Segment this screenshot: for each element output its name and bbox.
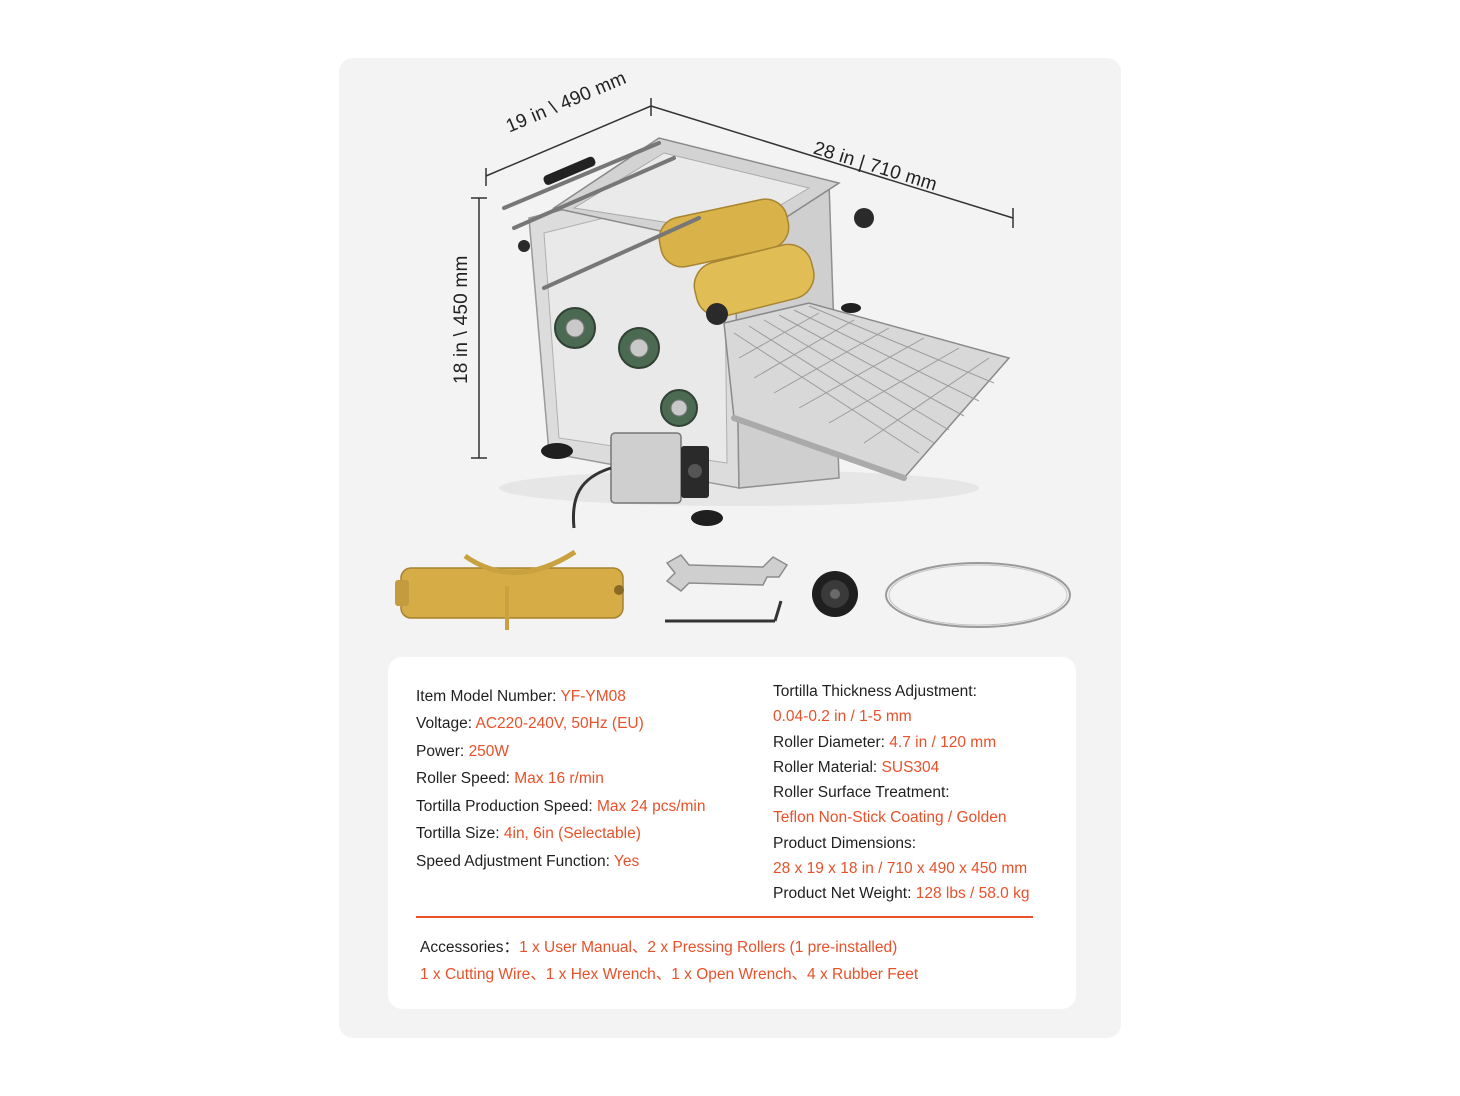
spec-thickness-value: 0.04-0.2 in / 1-5 mm [773, 708, 912, 726]
spec-value: 4.7 in / 120 mm [889, 734, 997, 751]
open-wrench-image [665, 554, 789, 623]
accessories-line-1: Accessories：1 x User Manual、2 x Pressing… [420, 935, 897, 957]
product-card: 19 in \ 490 mm 28 in | 710 mm 18 in \ 45… [339, 58, 1121, 1038]
spec-value: Max 24 pcs/min [596, 798, 706, 815]
spec-value: 0.04-0.2 in / 1-5 mm [773, 708, 912, 725]
spec-value: SUS304 [881, 759, 940, 776]
accessories-line-2: 1 x Cutting Wire、1 x Hex Wrench、1 x Open… [420, 962, 918, 984]
spec-production-speed: Tortilla Production Speed: Max 24 pcs/mi… [416, 798, 705, 816]
spec-dimensions-label: Product Dimensions: [773, 835, 916, 853]
accessories-label: Accessories： [420, 939, 520, 956]
spec-label: Voltage: [416, 715, 476, 732]
machine-illustration: 19 in \ 490 mm 28 in | 710 mm 18 in \ 45… [339, 58, 1121, 578]
spec-roller-speed: Roller Speed: Max 16 r/min [416, 770, 604, 788]
rubber-foot-image [812, 571, 858, 617]
height-dimension: 18 in \ 450 mm [451, 255, 472, 384]
spec-value: 250W [468, 743, 510, 760]
spec-value: 128 lbs / 58.0 kg [915, 885, 1030, 902]
spec-speed-adjustment: Speed Adjustment Function: Yes [416, 853, 639, 871]
spec-thickness-label: Tortilla Thickness Adjustment: [773, 683, 977, 701]
pressing-roller-image [395, 549, 624, 630]
spec-voltage: Voltage: AC220-240V, 50Hz (EU) [416, 715, 644, 733]
spec-value: Max 16 r/min [514, 770, 604, 787]
bearing-blocks [554, 307, 698, 427]
spec-net-weight: Product Net Weight: 128 lbs / 58.0 kg [773, 885, 1029, 903]
spec-surface-label: Roller Surface Treatment: [773, 784, 950, 802]
conveyor-belt [723, 302, 1011, 481]
spec-label: Tortilla Size: [416, 825, 504, 842]
spec-label: Product Dimensions: [773, 835, 917, 852]
specifications-panel: Item Model Number: YF-YM08 Voltage: AC22… [388, 657, 1076, 1009]
spec-value: Teflon Non-Stick Coating / Golden [773, 809, 1007, 826]
spec-value: Yes [613, 853, 640, 870]
spec-divider [416, 916, 1033, 918]
spec-label: Power: [416, 743, 469, 760]
spec-surface-value: Teflon Non-Stick Coating / Golden [773, 809, 1006, 827]
spec-value: 4in, 6in (Selectable) [503, 825, 641, 842]
cutting-wire-image [885, 562, 1071, 628]
accessories-value: 1 x User Manual、2 x Pressing Rollers (1 … [519, 939, 898, 956]
spec-power: Power: 250W [416, 743, 509, 761]
spec-value: YF-YM08 [560, 688, 626, 705]
spec-label: Roller Speed: [416, 770, 515, 787]
accessories-value: 1 x Cutting Wire、1 x Hex Wrench、1 x Open… [420, 966, 919, 983]
spec-dimensions-value: 28 x 19 x 18 in / 710 x 490 x 450 mm [773, 860, 1027, 878]
spec-value: AC220-240V, 50Hz (EU) [475, 715, 644, 732]
spec-roller-diameter: Roller Diameter: 4.7 in / 120 mm [773, 734, 996, 752]
machine-drawing [471, 98, 1014, 529]
spec-model: Item Model Number: YF-YM08 [416, 688, 626, 706]
spec-tortilla-size: Tortilla Size: 4in, 6in (Selectable) [416, 825, 641, 843]
spec-label: Roller Material: [773, 759, 882, 776]
spec-value: 28 x 19 x 18 in / 710 x 490 x 450 mm [773, 860, 1028, 877]
spec-label: Tortilla Production Speed: [416, 798, 597, 815]
spec-label: Roller Surface Treatment: [773, 784, 950, 801]
spec-label: Item Model Number: [416, 688, 561, 705]
dimension-lines [471, 98, 1014, 459]
spec-label: Roller Diameter: [773, 734, 890, 751]
spec-label: Product Net Weight: [773, 885, 916, 902]
spec-label: Speed Adjustment Function: [416, 853, 614, 870]
spec-label: Tortilla Thickness Adjustment: [773, 683, 977, 700]
spec-roller-material: Roller Material: SUS304 [773, 759, 939, 777]
golden-rollers [658, 198, 815, 318]
